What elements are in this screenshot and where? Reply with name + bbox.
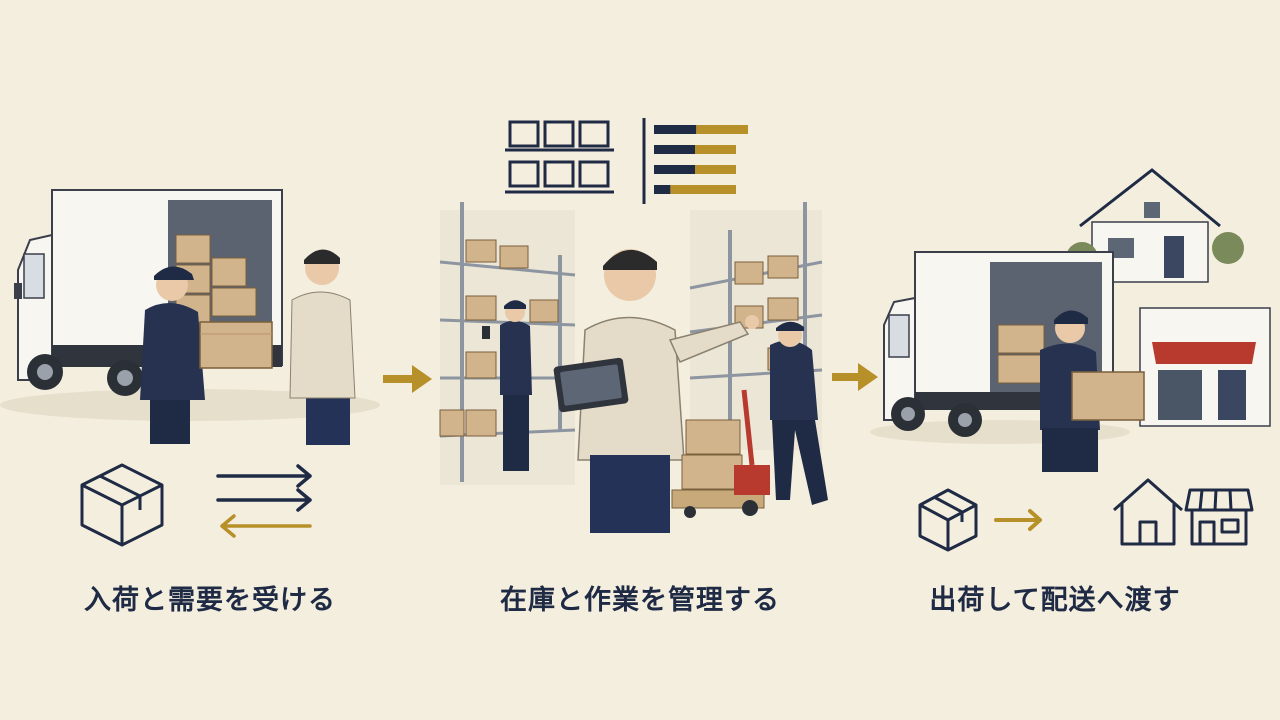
bar-navy-2: [654, 145, 695, 154]
scene-shipping: [870, 168, 1271, 472]
bar-gold-4: [670, 185, 736, 194]
flow-arrow-1: [383, 365, 432, 393]
worker-pushing: [770, 321, 828, 505]
bar-navy-3: [654, 165, 695, 174]
flow-arrow-2: [832, 363, 878, 391]
shop: [1139, 307, 1271, 427]
step-3-label: 出荷して配送へ渡す: [929, 585, 1181, 616]
bar-list-icon: [654, 125, 748, 194]
bar-gold-1: [696, 125, 748, 134]
box-icon: [80, 463, 164, 547]
worker-navy-1: [140, 266, 205, 444]
scene-receiving: [0, 189, 380, 445]
arrow-right-icon: [994, 509, 1042, 531]
step-2-label: 在庫と作業を管理する: [500, 585, 780, 616]
scene-warehouse: [439, 202, 828, 533]
bar-navy-4: [654, 185, 671, 194]
worker-beige-1: [289, 249, 356, 445]
handover-box: [199, 321, 273, 369]
house-icon: [1113, 478, 1183, 546]
pallet-jack: [671, 389, 770, 518]
exchange-arrows-icon: [216, 464, 312, 538]
manager-with-tablet: [553, 249, 759, 533]
bar-gold-3: [695, 165, 736, 174]
worker-delivery: [1040, 310, 1145, 472]
bar-gold-2: [695, 145, 736, 154]
box-icon-2: [918, 488, 978, 552]
shelf-grid-icon: [505, 120, 614, 194]
step-1-label: 入荷と需要を受ける: [84, 585, 336, 616]
worker-scanning: [482, 300, 532, 471]
store-icon: [1184, 488, 1254, 546]
bar-navy-1: [654, 125, 697, 134]
